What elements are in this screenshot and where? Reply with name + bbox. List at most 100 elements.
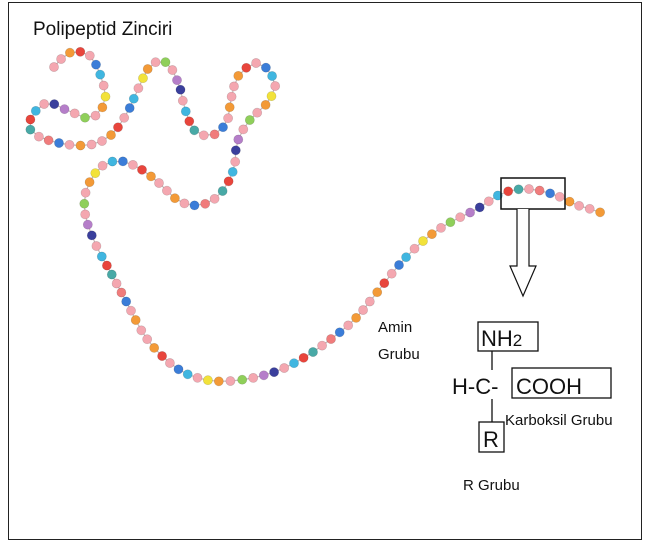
amino-acid-bead <box>142 334 153 345</box>
polypeptide-chain <box>25 46 605 387</box>
amino-acid-bead <box>25 124 36 135</box>
cooh-box <box>511 367 612 399</box>
amino-acid-bead <box>161 185 172 196</box>
amino-acid-bead <box>177 95 188 106</box>
amino-acid-bead <box>251 58 261 68</box>
amino-acid-bead <box>173 364 184 375</box>
amino-acid-bead <box>184 116 195 127</box>
amino-acid-bead <box>227 166 238 177</box>
amino-acid-bead <box>483 196 494 207</box>
amino-acid-bead <box>241 62 252 73</box>
amino-acid-bead <box>80 209 91 220</box>
r-grubu-label: R Grubu <box>463 477 520 494</box>
amino-acid-bead <box>394 260 404 270</box>
amino-acid-bead <box>248 372 259 383</box>
amino-acid-bead <box>91 59 101 70</box>
amino-acid-bead <box>86 139 97 150</box>
amin-label-line2: Grubu <box>378 346 420 363</box>
nh2-label: NH2 <box>481 326 522 351</box>
amino-acid-bead <box>97 160 108 171</box>
amino-acid-bead <box>289 358 299 369</box>
amino-acid-bead <box>84 50 95 61</box>
amino-acid-bead <box>225 376 236 386</box>
amino-acid-bead <box>224 102 235 113</box>
amino-acid-bead <box>267 71 277 81</box>
amino-acid-bead <box>269 367 279 377</box>
amino-acid-bead <box>209 129 220 140</box>
amino-acid-bead <box>121 296 132 307</box>
amino-acid-bead <box>223 176 234 187</box>
amino-acid-bead <box>49 99 60 109</box>
amino-acid-bead <box>379 278 390 288</box>
amino-acid-bead <box>80 112 90 123</box>
amino-acid-bead <box>43 135 54 146</box>
highlight-box <box>500 177 566 210</box>
amino-acid-bead <box>386 268 397 279</box>
amino-acid-bead <box>172 75 182 85</box>
amino-acid-bead <box>126 305 136 316</box>
amino-acid-bead <box>97 136 107 146</box>
amino-acid-bead <box>192 372 203 383</box>
amino-acid-bead <box>564 196 575 207</box>
amino-acid-bead <box>218 122 228 133</box>
amino-acid-bead <box>107 156 118 167</box>
amino-acid-bead <box>343 320 354 331</box>
hc-label: H-C- <box>452 374 498 399</box>
amino-acid-bead <box>492 190 503 201</box>
r-box <box>478 421 505 453</box>
amino-acid-bead <box>545 188 555 199</box>
amino-acid-bead <box>237 374 248 385</box>
amino-acid-bead <box>230 156 241 167</box>
amino-acid-bead <box>175 84 186 95</box>
amino-acid-bead <box>128 159 138 170</box>
amino-acid-bead <box>326 334 336 344</box>
amino-acid-bead <box>75 46 86 57</box>
amino-acid-bead <box>358 305 368 315</box>
amino-acid-bead <box>298 352 309 363</box>
polypeptide-diagram: Polipeptid Zinciri Amin Grubu NH2 H-C- C… <box>25 19 613 494</box>
amino-acid-bead <box>160 57 171 67</box>
amino-acid-bead <box>95 69 106 80</box>
amino-acid-bead <box>534 185 545 196</box>
amino-acid-bead <box>279 363 290 373</box>
amino-acid-bead <box>584 203 595 214</box>
amino-acid-bead <box>142 64 153 74</box>
amino-acid-bead <box>436 222 446 233</box>
amino-acid-bead <box>213 376 224 387</box>
amino-acid-bead <box>54 138 64 148</box>
amino-acid-bead <box>233 134 244 145</box>
amino-acid-bead <box>401 252 411 263</box>
amino-acid-bead <box>91 241 102 251</box>
amino-acid-bead <box>102 260 112 271</box>
amino-acid-bead <box>86 230 97 241</box>
amino-acid-bead <box>270 81 281 91</box>
amino-acid-bead <box>133 83 144 94</box>
amino-acid-bead <box>157 351 167 361</box>
amino-acid-bead <box>64 139 75 150</box>
amino-acid-bead <box>364 296 375 307</box>
amino-acid-bead <box>426 229 437 239</box>
amin-label-line1: Amin <box>378 319 412 336</box>
amino-acid-bead <box>96 251 107 262</box>
amino-acid-bead <box>146 171 156 182</box>
amino-acid-bead <box>238 124 249 135</box>
amino-acid-bead <box>266 91 277 101</box>
amino-acid-bead <box>56 54 66 64</box>
amino-acid-bead <box>200 198 211 209</box>
amino-acid-bead <box>149 342 160 353</box>
amino-acid-bead <box>317 340 327 351</box>
amino-acid-bead <box>202 375 213 386</box>
amino-acid-bead <box>198 130 209 141</box>
amino-acid-bead <box>106 269 117 280</box>
amino-acid-bead <box>113 122 123 133</box>
amino-acid-bead <box>244 115 255 125</box>
amino-acid-bead <box>100 91 111 102</box>
amino-acid-bead <box>150 57 161 68</box>
amino-acid-bead <box>79 198 90 209</box>
amino-acid-bead <box>334 327 345 338</box>
amino-acid-bead <box>82 219 93 230</box>
amino-acid-bead <box>116 287 127 298</box>
amino-acid-bead <box>180 106 191 117</box>
amino-acid-bead <box>69 108 80 119</box>
amino-acid-bead <box>474 202 485 213</box>
